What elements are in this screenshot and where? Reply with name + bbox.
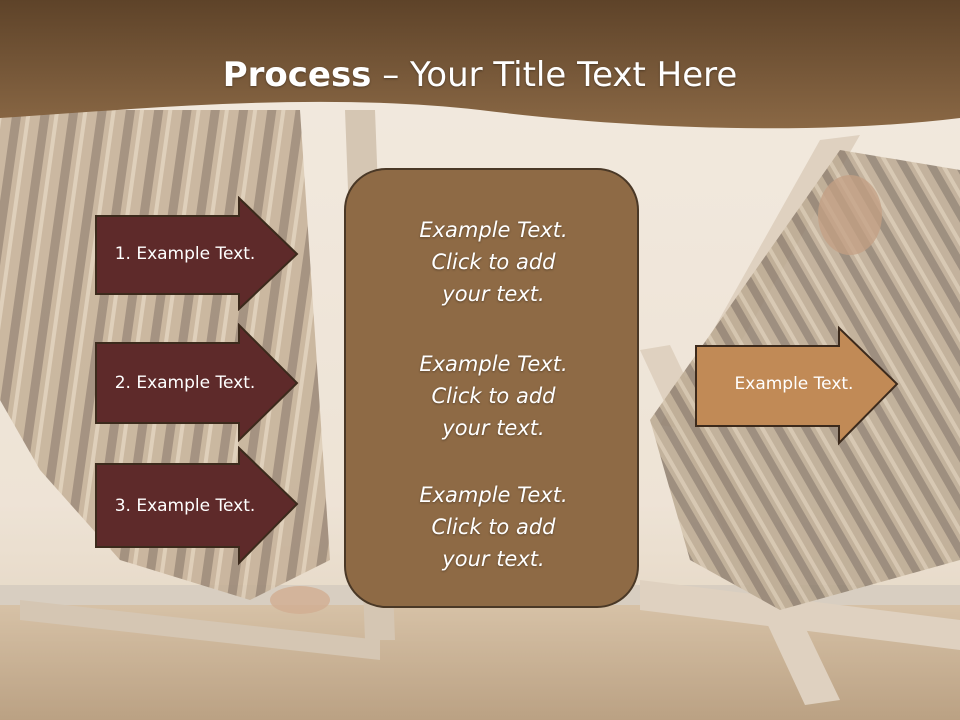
result-arrow-shape — [695, 326, 899, 446]
step-arrow-3-shape — [95, 446, 299, 566]
step-arrow-3[interactable]: 3. Example Text. — [94, 446, 299, 566]
title-bold: Process — [222, 55, 372, 95]
step-arrow-2-shape — [95, 323, 299, 443]
step-arrow-2-label: 2. Example Text. — [114, 373, 256, 393]
center-text-block-1: Example Text. Click to add your text. — [419, 218, 568, 306]
result-arrow-label: Example Text. — [734, 374, 854, 394]
step-arrow-2[interactable]: 2. Example Text. — [94, 323, 299, 443]
step-arrow-3-label: 3. Example Text. — [114, 496, 256, 516]
slide-title: Process – Your Title Text Here — [0, 40, 960, 110]
step-arrow-1-label: 1. Example Text. — [114, 243, 256, 264]
center-text-box[interactable]: Example Text. Click to add your text. Ex… — [344, 168, 639, 608]
step-arrow-1-shape — [95, 196, 299, 311]
result-arrow[interactable]: Example Text. — [694, 326, 899, 446]
center-text-block-3: Example Text. Click to add your text. — [419, 483, 568, 571]
title-rest: – Your Title Text Here — [371, 55, 738, 95]
center-text-block-2: Example Text. Click to add your text. — [419, 352, 568, 440]
step-arrow-1[interactable]: 1. Example Text. — [94, 196, 299, 311]
